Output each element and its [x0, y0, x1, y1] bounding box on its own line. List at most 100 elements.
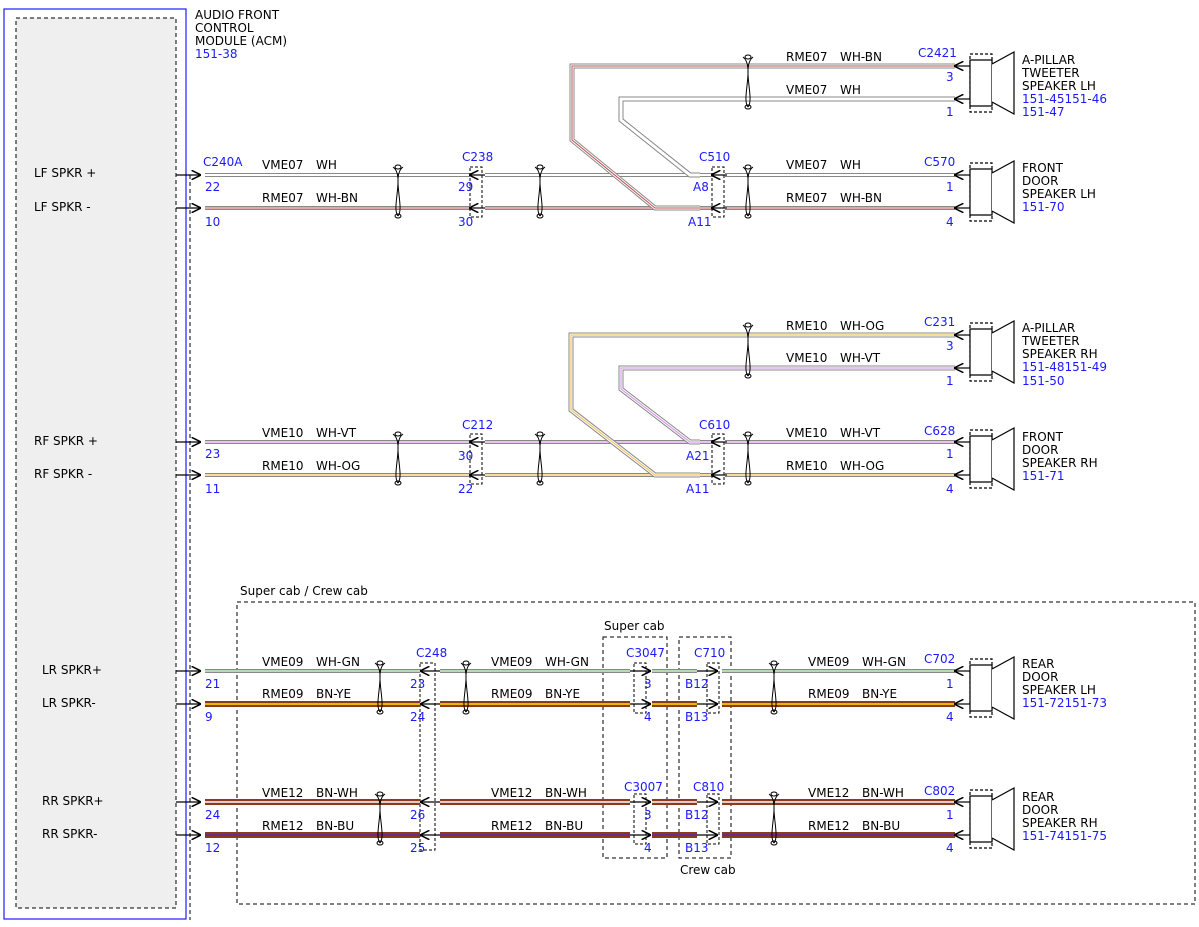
pin-label-lr-pos: LR SPKR+ [42, 663, 102, 677]
wire-label-vme07-1: VME07 [262, 158, 303, 172]
wire-color-bnbu-2: BN-BU [545, 819, 583, 833]
connector-c510: C510 [699, 150, 730, 164]
lr-wires [205, 669, 955, 707]
speaker-1-line-3: SPEAKER LH [1022, 79, 1096, 93]
wire-color-whgn-1: WH-GN [316, 655, 360, 669]
speaker-3-line-3: SPEAKER RH [1022, 347, 1098, 361]
speaker-4-line-3: SPEAKER RH [1022, 456, 1098, 470]
wire-label-vme12-3: VME12 [808, 786, 849, 800]
c3007-pin-b: 4 [644, 841, 652, 855]
c248-box [419, 662, 436, 851]
wire-color-whvt-2: WH-VT [840, 426, 881, 440]
wire-label-vme10-1: VME10 [262, 426, 303, 440]
speaker-6-line-3: SPEAKER RH [1022, 816, 1098, 830]
speaker-1-ref-2: 151-47 [1022, 105, 1065, 119]
speaker-5-ref-1: 151-72151-73 [1022, 696, 1107, 710]
speaker-3-line-2: TWEETER [1021, 334, 1080, 348]
wire-color-whbn-2: WH-BN [840, 191, 882, 205]
c238-pin-a: 29 [458, 180, 473, 194]
c248-pin-25: 25 [410, 841, 425, 855]
speaker-4-ref-1: 151-71 [1022, 469, 1065, 483]
speaker-3-ref-2: 151-50 [1022, 374, 1065, 388]
c231-pin-a: 3 [946, 339, 954, 353]
connector-c238: C238 [462, 150, 493, 164]
wire-label-vme12-1: VME12 [262, 786, 303, 800]
pin-label-rr-pos: RR SPKR+ [42, 794, 104, 808]
wire-label-vme10-3: VME10 [786, 351, 827, 365]
wire-color-bnbu-1: BN-BU [316, 819, 354, 833]
region-super-cab-label: Super cab [604, 619, 665, 633]
c802-pin-b: 4 [946, 841, 954, 855]
c628-pin-b: 4 [946, 482, 954, 496]
connector-c802: C802 [924, 784, 955, 798]
wire-label-rme07-1: RME07 [262, 191, 304, 205]
connector-c610: C610 [699, 418, 730, 432]
c570-pin-b: 4 [946, 215, 954, 229]
wire-color-bnye-2: BN-YE [545, 687, 580, 701]
wire-label-rme09-3: RME09 [808, 687, 850, 701]
pin-label-rf-neg: RF SPKR - [34, 467, 92, 481]
wire-label-rme07-2: RME07 [786, 191, 828, 205]
c702-pin-b: 4 [946, 710, 954, 724]
pin-number-10: 10 [205, 215, 220, 229]
pin-number-23: 23 [205, 447, 220, 461]
connector-c3047: C3047 [626, 646, 665, 660]
acm-title-line-1: AUDIO FRONT [195, 8, 280, 22]
wire-color-wh-1: WH [316, 158, 337, 172]
pin-number-11: 11 [205, 482, 220, 496]
wire-color-whbn-3: WH-BN [840, 50, 882, 64]
wire-label-vme12-2: VME12 [491, 786, 532, 800]
acm-ref: 151-38 [195, 47, 238, 61]
c510-pin-a: A8 [693, 180, 709, 194]
c248-pin-b: 24 [410, 710, 425, 724]
c212-pin-b: 22 [458, 482, 473, 496]
speaker-6-line-1: REAR [1022, 790, 1054, 804]
speaker-icons [969, 50, 1015, 852]
rear-twists [374, 660, 780, 846]
c510-box [711, 166, 725, 218]
c3007-pin-a: 3 [644, 808, 652, 822]
speaker-6-ref-1: 151-74151-75 [1022, 829, 1107, 843]
connector-c810: C810 [693, 780, 724, 794]
connector-c248: C248 [416, 646, 447, 660]
wire-color-whgn-2: WH-GN [545, 655, 589, 669]
speaker-2-line-2: DOOR [1022, 174, 1058, 188]
c238-box [469, 166, 483, 218]
speaker-2-line-3: SPEAKER LH [1022, 187, 1096, 201]
region-super-cab [602, 636, 668, 859]
wire-color-whbn-1: WH-BN [316, 191, 358, 205]
connector-c710: C710 [694, 646, 725, 660]
rf-twists [392, 322, 754, 486]
c628-pin-a: 1 [946, 447, 954, 461]
speaker-1-ref-1: 151-45151-46 [1022, 92, 1107, 106]
pin-label-rr-neg: RR SPKR- [42, 827, 97, 841]
wire-label-rme09-1: RME09 [262, 687, 304, 701]
wire-color-whog-3: WH-OG [840, 319, 884, 333]
pin-number-22: 22 [205, 180, 220, 194]
wire-label-rme10-2: RME10 [786, 459, 828, 473]
speaker-4-line-2: DOOR [1022, 443, 1058, 457]
wire-label-rme07-3: RME07 [786, 50, 828, 64]
wire-label-rme10-1: RME10 [262, 459, 304, 473]
wire-label-vme10-2: VME10 [786, 426, 827, 440]
speaker-2-line-1: FRONT [1022, 161, 1064, 175]
connector-c212: C212 [462, 418, 493, 432]
region-super-crew-label: Super cab / Crew cab [240, 584, 368, 598]
c3047-pin-a: 3 [644, 677, 652, 691]
acm-title-line-3: MODULE (ACM) [195, 34, 287, 48]
connector-c570: C570 [924, 155, 955, 169]
connector-c240a: C240A [203, 155, 243, 169]
speaker-1-line-1: A-PILLAR [1022, 53, 1075, 67]
wire-color-bnye-1: BN-YE [316, 687, 351, 701]
connector-c702: C702 [924, 652, 955, 666]
pin-number-21: 21 [205, 677, 220, 691]
connector-c2421: C2421 [918, 46, 957, 60]
wire-color-bnwh-2: BN-WH [545, 786, 587, 800]
wire-label-vme09-1: VME09 [262, 655, 303, 669]
c3007-box [633, 793, 647, 845]
c212-pin-a: 30 [458, 449, 473, 463]
pin-label-lr-neg: LR SPKR- [42, 696, 96, 710]
c810-box [706, 793, 720, 845]
wire-color-bnye-3: BN-YE [862, 687, 897, 701]
